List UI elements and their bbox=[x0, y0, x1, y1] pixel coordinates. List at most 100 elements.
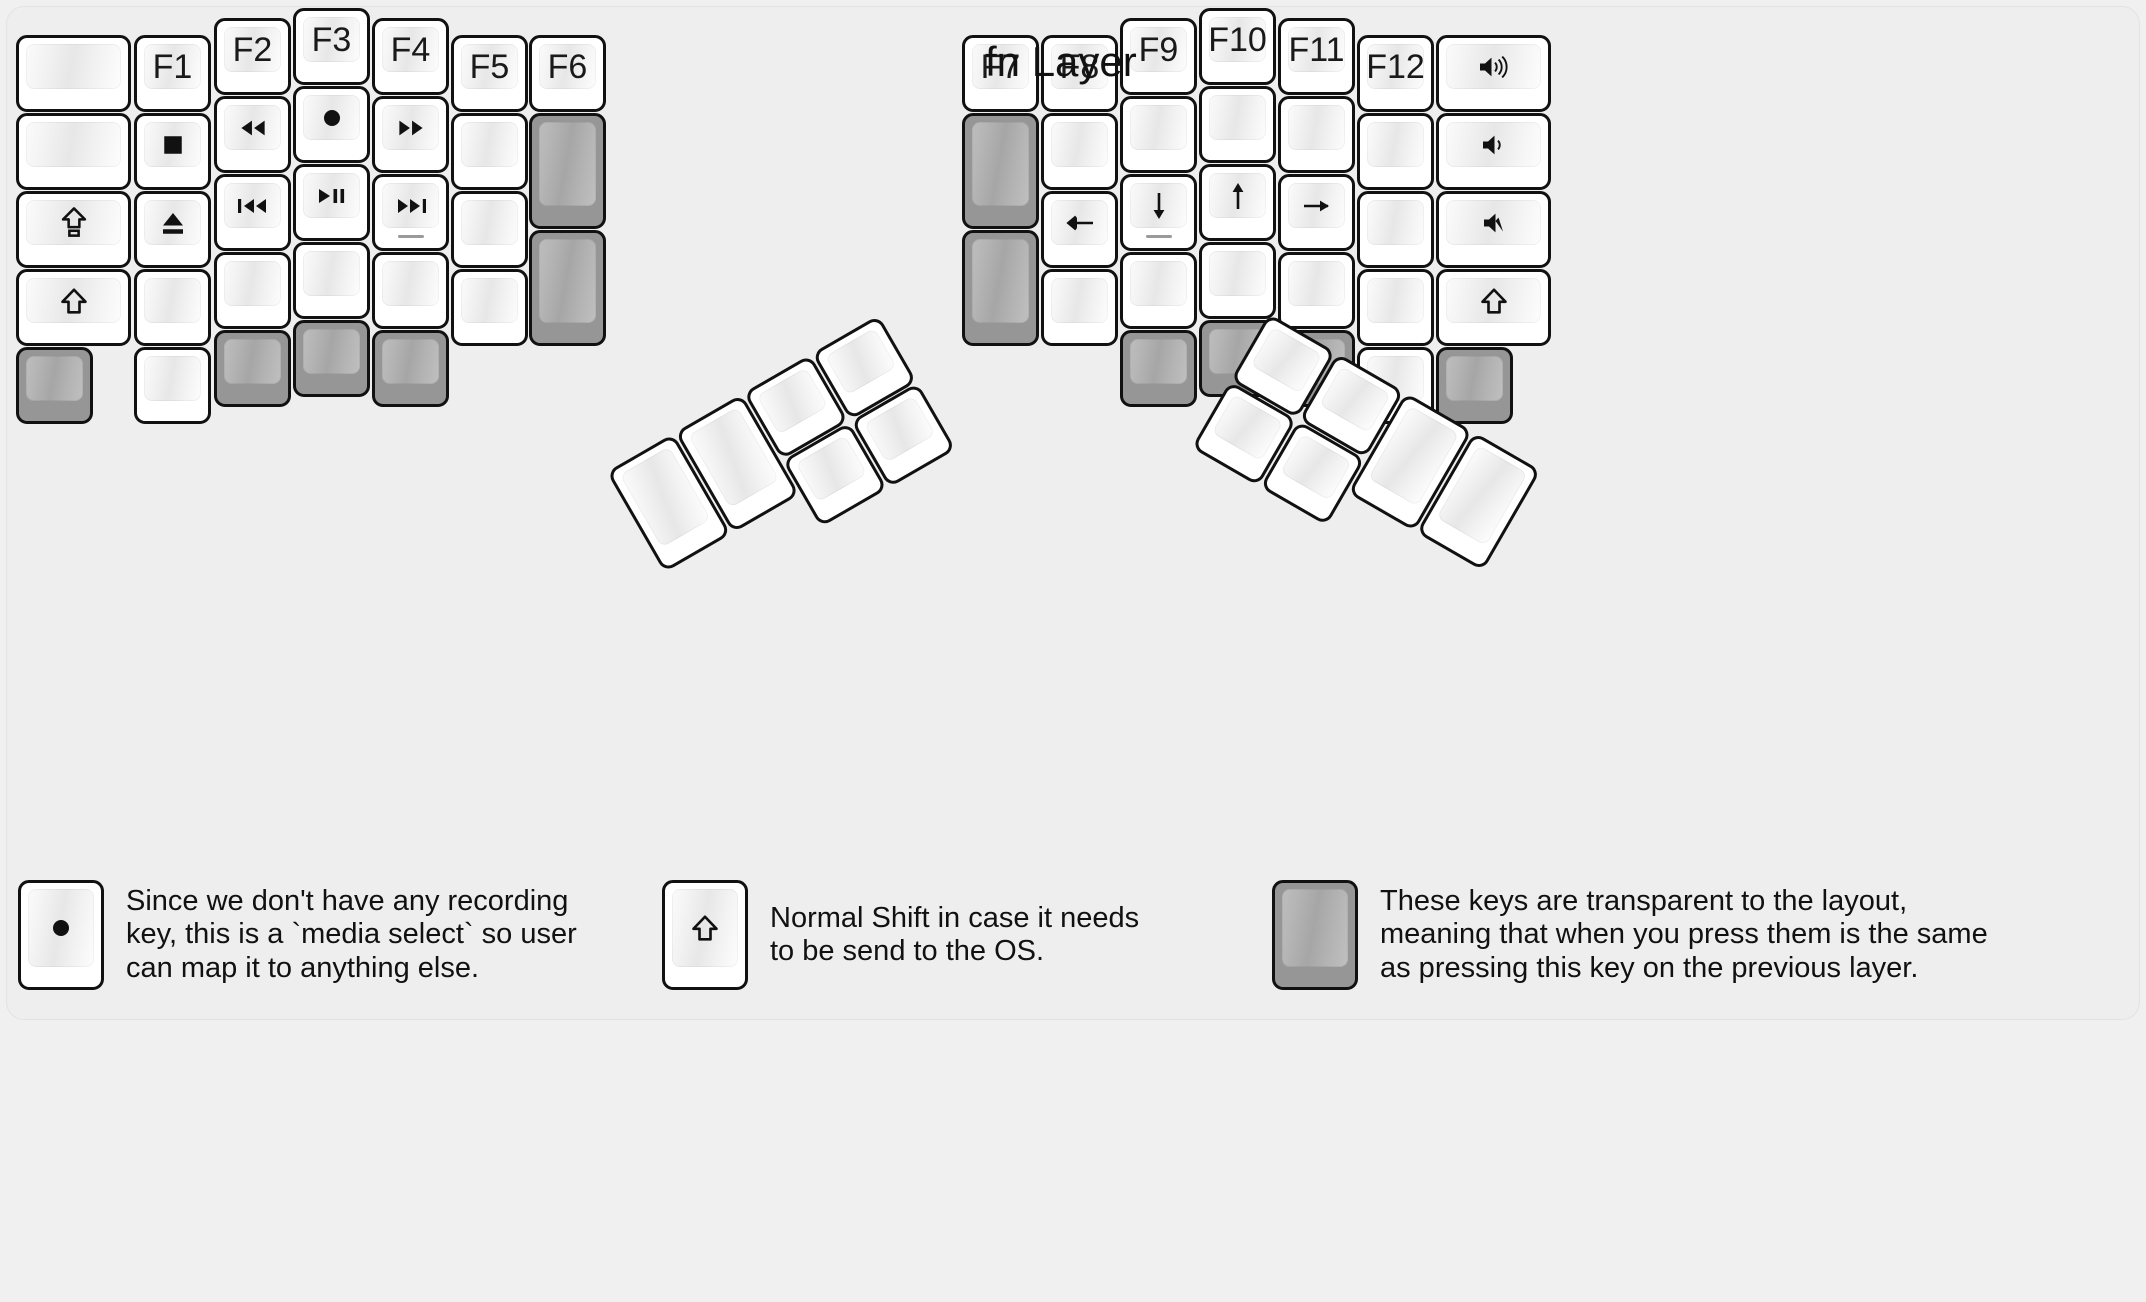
legend-item-2: Normal Shift in case it needs to be send… bbox=[662, 880, 1139, 990]
key-cap bbox=[972, 122, 1029, 206]
key-blank-right-pinky-2[interactable] bbox=[1357, 191, 1434, 268]
key-volume-down-right-pinky-outer-1[interactable] bbox=[1436, 113, 1551, 190]
key-f3-left-middle-0[interactable]: F3 bbox=[293, 8, 370, 85]
key-blank-left-inner-3[interactable] bbox=[451, 269, 528, 346]
key-cap bbox=[972, 239, 1029, 323]
key-cap bbox=[1051, 122, 1108, 167]
legend-item-1: Since we don't have any recording key, t… bbox=[18, 880, 577, 990]
key-cap bbox=[539, 122, 596, 206]
key-cap: F3 bbox=[303, 17, 360, 62]
key-arrow-down-right-index-2[interactable] bbox=[1120, 174, 1197, 251]
key-shift-left-pinky-outer-3[interactable] bbox=[16, 269, 131, 346]
key-blank-left-ring-3[interactable] bbox=[214, 252, 291, 329]
key-cap bbox=[224, 339, 281, 384]
key-blank-right-ring-3[interactable] bbox=[1278, 252, 1355, 329]
key-media-prev-track-left-ring-2[interactable] bbox=[214, 174, 291, 251]
key-volume-up-right-pinky-outer-0[interactable] bbox=[1436, 35, 1551, 112]
key-blank-right-inner-3[interactable] bbox=[1041, 269, 1118, 346]
key-cap bbox=[461, 278, 518, 323]
key-blank-right-middle-1[interactable] bbox=[1199, 86, 1276, 163]
key-f10-right-middle-0[interactable]: F10 bbox=[1199, 8, 1276, 85]
key-arrow-left-right-inner-2[interactable] bbox=[1041, 191, 1118, 268]
key-blank-right-inner-1[interactable] bbox=[1041, 113, 1118, 190]
key-blank-left-pinky-outer-1[interactable] bbox=[16, 113, 131, 190]
key-cap bbox=[461, 200, 518, 245]
key-media-rewind-left-ring-1[interactable] bbox=[214, 96, 291, 173]
key-f12-right-pinky-0[interactable]: F12 bbox=[1357, 35, 1434, 112]
key-cap bbox=[1446, 278, 1541, 323]
key-arrow-up-right-middle-2[interactable] bbox=[1199, 164, 1276, 241]
key-blank-left-inner-1[interactable] bbox=[451, 113, 528, 190]
key-cap bbox=[1250, 326, 1323, 394]
key-transparent-left-ring-4[interactable] bbox=[214, 330, 291, 407]
key-blank-left-pinky-4[interactable] bbox=[134, 347, 211, 424]
key-f7-right-inner-most-0[interactable]: F7 bbox=[962, 35, 1039, 112]
volume-mute-icon bbox=[1446, 200, 1541, 245]
key-label: F8 bbox=[1059, 47, 1100, 86]
key-cap bbox=[539, 239, 596, 323]
key-transparent-right-pinky-outer-4[interactable] bbox=[1436, 347, 1513, 424]
key-f1-left-pinky-0[interactable]: F1 bbox=[134, 35, 211, 112]
key-blank-left-inner-2[interactable] bbox=[451, 191, 528, 268]
key-cap bbox=[1051, 200, 1108, 245]
key-f4-left-index-0[interactable]: F4 bbox=[372, 18, 449, 95]
key-cap: F9 bbox=[1130, 27, 1187, 72]
key-arrow-right-right-ring-2[interactable] bbox=[1278, 174, 1355, 251]
key-cap bbox=[1288, 105, 1345, 150]
key-f2-left-ring-0[interactable]: F2 bbox=[214, 18, 291, 95]
key-label: F9 bbox=[1138, 30, 1179, 69]
key-transparent-left-index-4[interactable] bbox=[372, 330, 449, 407]
key-blank-right-middle-3[interactable] bbox=[1199, 242, 1276, 319]
key-blank-left-middle-3[interactable] bbox=[293, 242, 370, 319]
key-transparent-right-inner-most-2[interactable] bbox=[962, 230, 1039, 346]
key-label: F4 bbox=[390, 30, 431, 69]
key-media-record-left-middle-1[interactable] bbox=[293, 86, 370, 163]
shift-icon bbox=[672, 889, 738, 967]
key-label: F2 bbox=[232, 30, 273, 69]
key-transparent-left-middle-4[interactable] bbox=[293, 320, 370, 397]
key-cap: F8 bbox=[1051, 44, 1108, 89]
key-label: F7 bbox=[980, 47, 1021, 86]
key-transparent-left-pinky-outer-4[interactable] bbox=[16, 347, 93, 424]
key-blank-right-index-1[interactable] bbox=[1120, 96, 1197, 173]
media-prev-track-icon bbox=[224, 183, 281, 228]
media-next-track-icon bbox=[382, 183, 439, 228]
key-blank-left-pinky-3[interactable] bbox=[134, 269, 211, 346]
key-cap bbox=[1288, 261, 1345, 306]
key-cap: F12 bbox=[1366, 44, 1425, 89]
media-record-icon bbox=[28, 889, 94, 967]
key-f9-right-index-0[interactable]: F9 bbox=[1120, 18, 1197, 95]
key-cap bbox=[1446, 356, 1503, 401]
key-cap bbox=[224, 183, 281, 228]
key-transparent-left-inner-most-1[interactable] bbox=[529, 113, 606, 229]
key-cap: F6 bbox=[539, 44, 596, 89]
key-cap bbox=[144, 122, 201, 167]
key-cap bbox=[382, 261, 439, 306]
key-caps-lock-left-pinky-outer-2[interactable] bbox=[16, 191, 131, 268]
key-cap bbox=[224, 105, 281, 150]
key-volume-mute-right-pinky-outer-2[interactable] bbox=[1436, 191, 1551, 268]
key-blank-right-index-3[interactable] bbox=[1120, 252, 1197, 329]
key-shift-right-pinky-outer-3[interactable] bbox=[1436, 269, 1551, 346]
key-transparent-right-index-4[interactable] bbox=[1120, 330, 1197, 407]
key-blank-right-pinky-3[interactable] bbox=[1357, 269, 1434, 346]
key-f8-right-inner-0[interactable]: F8 bbox=[1041, 35, 1118, 112]
key-blank-right-pinky-1[interactable] bbox=[1357, 113, 1434, 190]
key-blank-left-index-3[interactable] bbox=[372, 252, 449, 329]
key-blank-left-pinky-outer-0[interactable] bbox=[16, 35, 131, 112]
arrow-left-icon bbox=[1051, 200, 1108, 245]
key-media-stop-left-pinky-1[interactable] bbox=[134, 113, 211, 190]
key-blank-right-ring-1[interactable] bbox=[1278, 96, 1355, 173]
key-media-fast-forward-left-index-1[interactable] bbox=[372, 96, 449, 173]
key-f6-left-inner-most-0[interactable]: F6 bbox=[529, 35, 606, 112]
key-f11-right-ring-0[interactable]: F11 bbox=[1278, 18, 1355, 95]
media-eject-icon bbox=[144, 200, 201, 245]
key-f5-left-inner-0[interactable]: F5 bbox=[451, 35, 528, 112]
key-transparent-left-inner-most-2[interactable] bbox=[529, 230, 606, 346]
key-cap bbox=[1367, 122, 1424, 167]
key-transparent-right-inner-most-1[interactable] bbox=[962, 113, 1039, 229]
key-media-eject-left-pinky-2[interactable] bbox=[134, 191, 211, 268]
key-media-next-track-left-index-2[interactable] bbox=[372, 174, 449, 251]
key-media-play-pause-left-middle-2[interactable] bbox=[293, 164, 370, 241]
